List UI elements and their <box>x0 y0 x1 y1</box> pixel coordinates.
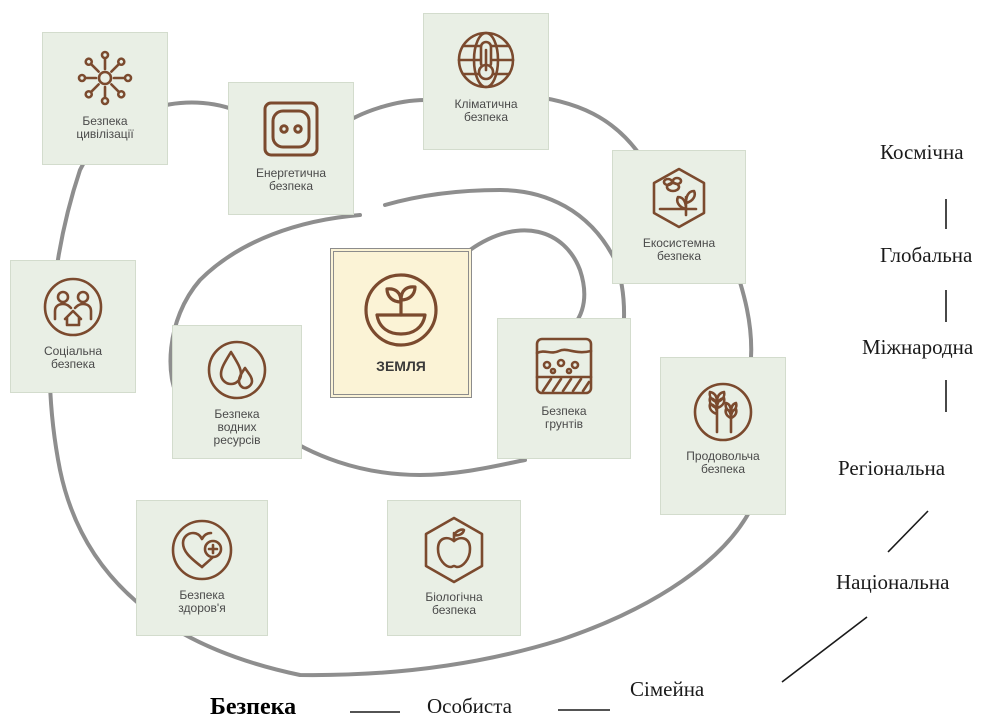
people-circle-icon <box>77 50 133 106</box>
power-socket-icon <box>263 101 319 157</box>
node-water-security[interactable]: Безпека водних ресурсів <box>172 325 302 459</box>
node-social-security[interactable]: Соціальна безпека <box>10 260 136 393</box>
node-civilization-security[interactable]: Безпека цивілізації <box>42 32 168 165</box>
node-bio-security[interactable]: Біологічна безпека <box>387 500 521 636</box>
node-food-security[interactable]: Продовольча безпека <box>660 357 786 515</box>
bee-sprout-hexagon-icon <box>652 167 706 229</box>
soil-layers-icon <box>535 337 593 395</box>
level-family: Сімейна <box>630 677 705 701</box>
wheat-icon <box>693 382 753 442</box>
soil-label: Безпека грунтів <box>541 404 587 431</box>
level-national: Національна <box>836 570 950 594</box>
node-energy-security[interactable]: Енергетична безпека <box>228 82 354 215</box>
civilization-label: Безпека цивілізації <box>76 114 134 141</box>
energy-label: Енергетична безпека <box>255 166 327 193</box>
node-climate-security[interactable]: Кліматична безпека <box>423 13 549 150</box>
ecosystem-label: Екосистемна безпека <box>642 236 716 263</box>
water-drops-icon <box>207 340 267 400</box>
level-cosmic: Космічна <box>880 140 964 164</box>
level-international: Міжнародна <box>862 335 974 359</box>
people-house-icon <box>43 277 103 337</box>
node-soil-security[interactable]: Безпека грунтів <box>497 318 631 459</box>
level-global: Глобальна <box>880 243 973 267</box>
center-earth-card[interactable]: ЗЕМЛЯ <box>330 248 472 398</box>
center-label: ЗЕМЛЯ <box>376 358 426 374</box>
diagram-title: Безпека <box>210 694 297 720</box>
water-label: Безпека водних ресурсів <box>213 407 261 447</box>
seedling-bowl-icon <box>364 273 438 347</box>
node-ecosystem-security[interactable]: Екосистемна безпека <box>612 150 746 284</box>
food-label: Продовольча безпека <box>686 449 760 476</box>
apple-hexagon-icon <box>424 516 484 584</box>
climate-label: Кліматична безпека <box>454 97 518 124</box>
level-personal: Особиста <box>427 694 512 718</box>
level-regional: Регіональна <box>838 456 946 480</box>
social-label: Соціальна безпека <box>43 344 103 371</box>
health-label: Безпека здоров'я <box>178 588 226 615</box>
globe-thermometer-icon <box>457 31 515 89</box>
node-health-security[interactable]: Безпека здоров'я <box>136 500 268 636</box>
heart-plus-icon <box>171 519 233 581</box>
bio-label: Біологічна безпека <box>425 590 483 617</box>
